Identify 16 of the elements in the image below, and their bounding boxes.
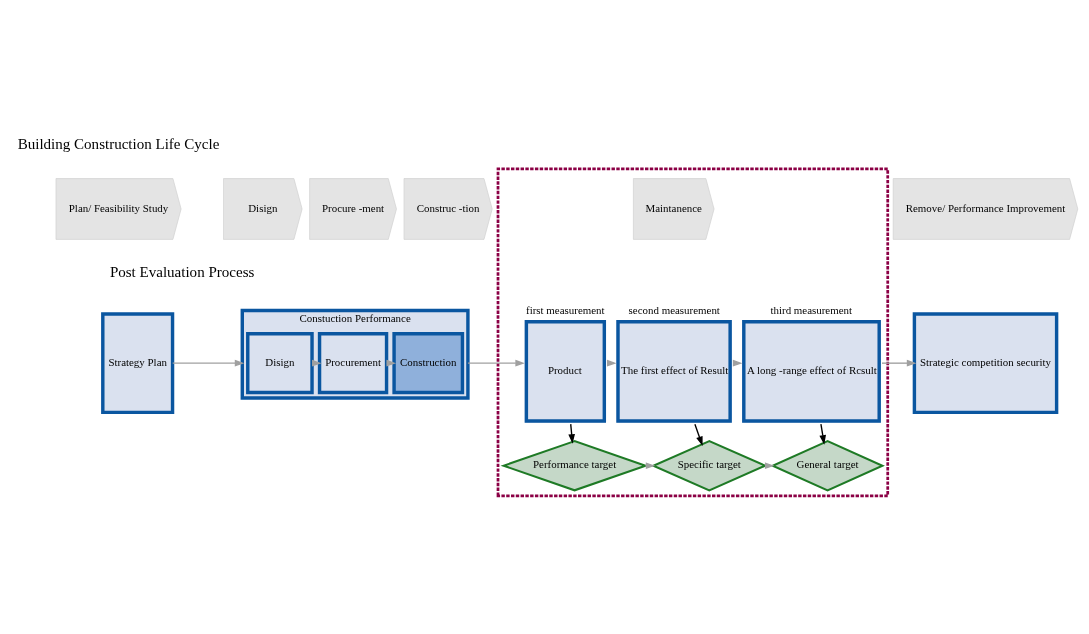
node-box: Strategy Plan xyxy=(101,312,175,415)
node-label: third measurement xyxy=(770,303,853,316)
label: Post Evaluation Process xyxy=(109,263,255,280)
node-box: Construction xyxy=(392,332,465,395)
label: Building Construction Life Cycle xyxy=(17,135,220,152)
node-box: Strategic competition security xyxy=(912,312,1059,415)
arrow xyxy=(694,423,703,447)
cluster xyxy=(496,167,890,498)
arrow xyxy=(819,423,827,445)
arrow xyxy=(881,359,917,367)
arrow xyxy=(172,359,245,367)
node-label: first measurement xyxy=(526,303,605,316)
arrow xyxy=(568,423,575,444)
arrow xyxy=(467,359,525,367)
node-diamond: General target xyxy=(770,439,885,492)
node-label: second measurement xyxy=(628,303,720,316)
